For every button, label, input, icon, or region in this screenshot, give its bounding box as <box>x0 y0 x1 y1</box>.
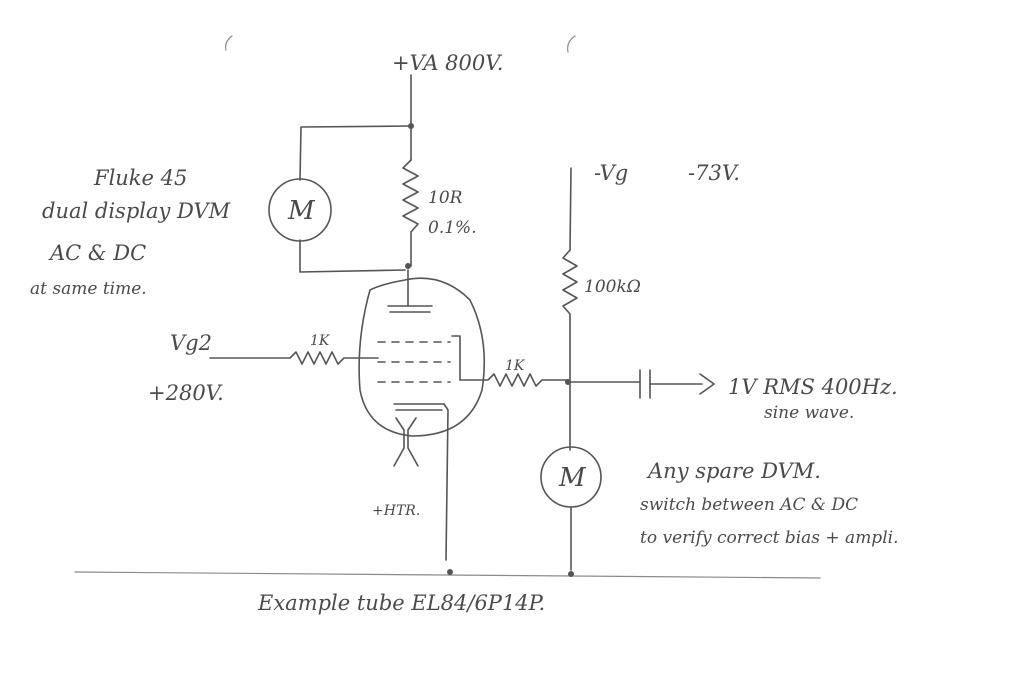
fluke-note-line-1: Fluke 45 <box>93 166 187 190</box>
tube-heater <box>393 417 419 467</box>
anode-resistor-value: 10R <box>428 188 463 208</box>
tube-cathode <box>393 403 453 575</box>
spare-meter-note-line-1: Any spare DVM. <box>646 459 821 483</box>
screen-grid-value: +280V. <box>148 381 224 405</box>
paper-marks <box>74 35 821 579</box>
anode-supply-line <box>408 74 414 161</box>
spare-meter-return <box>568 506 574 577</box>
fluke-note-line-3: AC & DC <box>48 241 146 265</box>
anode-supply-label: +VA 800V. <box>392 51 503 75</box>
tube-grids <box>377 335 461 383</box>
spare-meter-note-line-2: switch between AC & DC <box>640 495 858 515</box>
bias-supply-value: -73V. <box>688 161 740 185</box>
signal-label-line-2: sine wave. <box>764 403 854 423</box>
diagram-caption: Example tube EL84/6P14P. <box>257 591 545 615</box>
fluke-meter-symbol: M <box>287 196 316 226</box>
fluke-note-line-2: dual display DVM <box>42 199 231 223</box>
signal-label-line-1: 1V RMS 400Hz. <box>728 375 898 399</box>
bias-resistor-label: 100kΩ <box>584 277 641 297</box>
heater-label: +HTR. <box>372 503 420 519</box>
bias-line <box>562 167 578 451</box>
screen-grid-resistor-label: 1K <box>310 333 331 349</box>
anode-resistor <box>402 159 419 269</box>
control-grid-resistor <box>459 373 571 387</box>
tube-envelope <box>358 277 486 437</box>
screen-grid-label: Vg2 <box>170 331 212 355</box>
fluke-meter: M <box>268 178 332 242</box>
signal-coupling <box>567 369 715 399</box>
screen-grid-resistor <box>209 351 379 365</box>
spare-meter-note-line-3: to verify correct bias + ampli. <box>640 528 898 548</box>
grid-resistor-label: 1K <box>505 358 526 374</box>
tube-anode <box>387 269 433 313</box>
bias-supply-label: -Vg <box>594 161 628 185</box>
spare-meter: M <box>540 446 602 508</box>
anode-resistor-tolerance: 0.1%. <box>428 218 477 238</box>
spare-meter-symbol: M <box>558 463 587 493</box>
fluke-meter-wiring <box>299 125 412 273</box>
fluke-note-line-4: at same time. <box>30 279 147 299</box>
